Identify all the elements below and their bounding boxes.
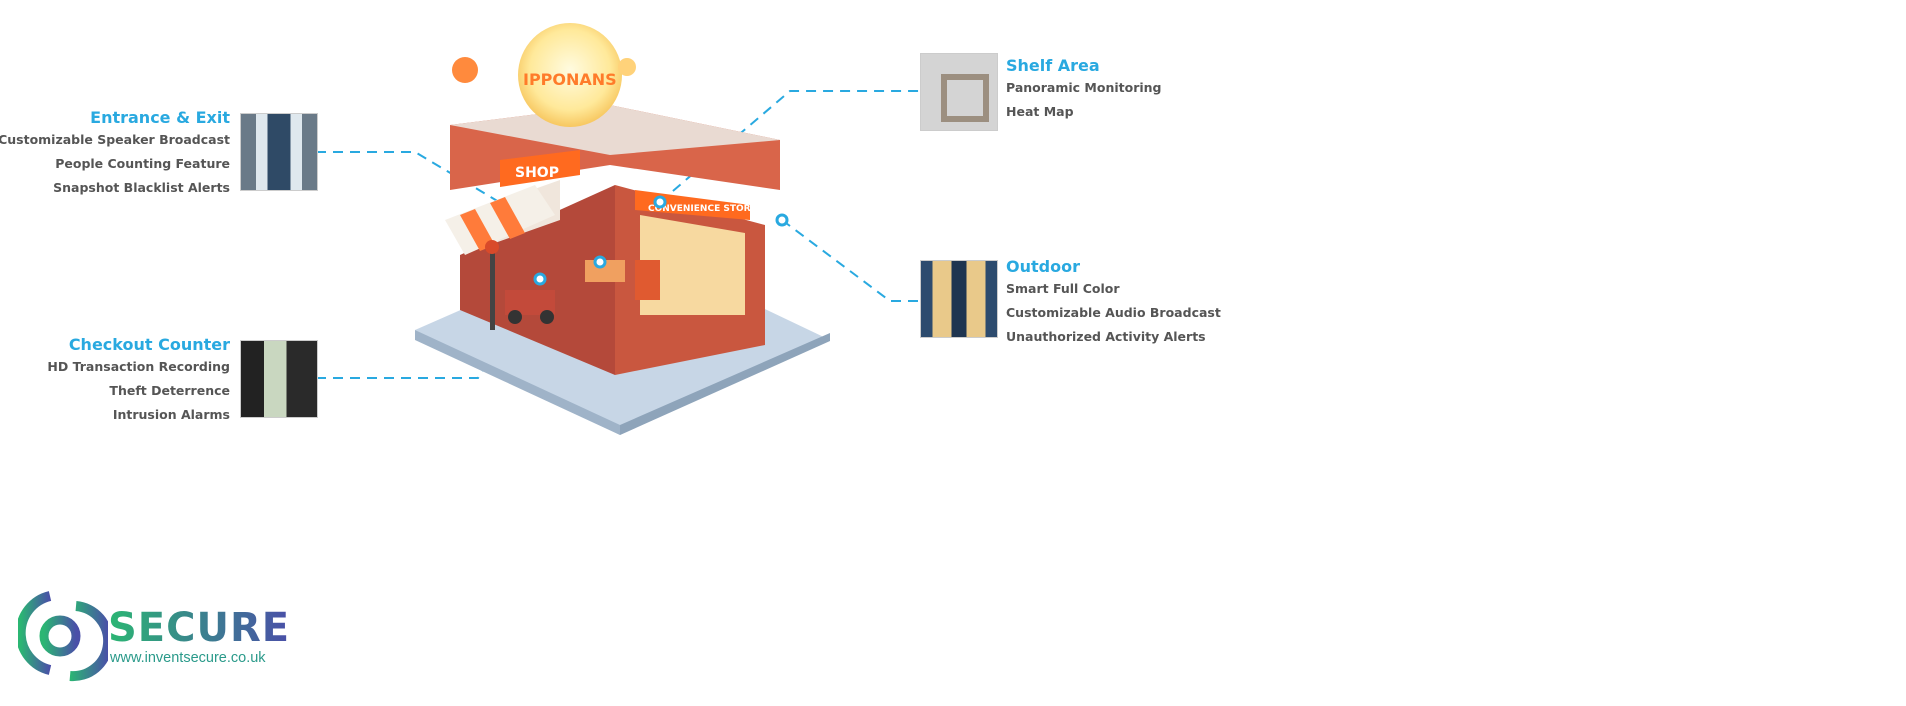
shelf-feature: Panoramic Monitoring (1006, 80, 1162, 95)
outdoor-feature: Customizable Audio Broadcast (1006, 305, 1221, 320)
outdoor-section: Outdoor Smart Full Color Customizable Au… (1006, 257, 1221, 349)
shelf-feature: Heat Map (1006, 104, 1074, 119)
logo-brand: SECURE (108, 605, 291, 651)
entrance-feature: Snapshot Blacklist Alerts (53, 180, 230, 195)
logo-mark-icon (18, 591, 108, 682)
shelf-title: Shelf Area (1006, 56, 1100, 75)
camera-point-checkout (533, 272, 547, 286)
toy-truck (505, 290, 555, 324)
checkout-feature: Theft Deterrence (109, 383, 230, 398)
logo-url: www.inventsecure.co.uk (110, 650, 266, 666)
outdoor-connector (781, 219, 920, 302)
outdoor-feature: Unauthorized Activity Alerts (1006, 329, 1206, 344)
checkout-title: Checkout Counter (68, 335, 230, 354)
checkout-feature: Intrusion Alarms (112, 407, 230, 422)
entrance-feature: People Counting Feature (55, 156, 230, 171)
globe-text: IPPONANS (523, 70, 617, 89)
entrance-photo (240, 113, 318, 191)
outdoor-feature: Smart Full Color (1006, 281, 1120, 296)
entrance-feature: Customizable Speaker Broadcast (0, 132, 230, 147)
shelf-area-section: Shelf Area Panoramic Monitoring Heat Map (1006, 56, 1162, 124)
convenience-store-illustration: CONVENIENCE STORE SHOP IPPONANS (415, 23, 830, 435)
camera-point-shelf (653, 195, 667, 209)
checkout-counter-section: Checkout Counter HD Transaction Recordin… (47, 335, 230, 427)
entrance-exit-section: Entrance & Exit Customizable Speaker Bro… (0, 108, 230, 200)
entrance-title: Entrance & Exit (90, 108, 230, 127)
store-sign: CONVENIENCE STORE (648, 204, 757, 214)
camera-point-entrance (593, 255, 607, 269)
invent-secure-logo: SECURE www.inventsecure.co.uk (18, 588, 298, 683)
checkout-feature: HD Transaction Recording (47, 359, 230, 374)
shelf-area-photo (920, 53, 998, 131)
camera-point-outdoor (775, 213, 789, 227)
outdoor-title: Outdoor (1006, 257, 1080, 276)
shop-sign: SHOP (515, 165, 559, 181)
outdoor-photo (920, 260, 998, 338)
checkout-photo (240, 340, 318, 418)
